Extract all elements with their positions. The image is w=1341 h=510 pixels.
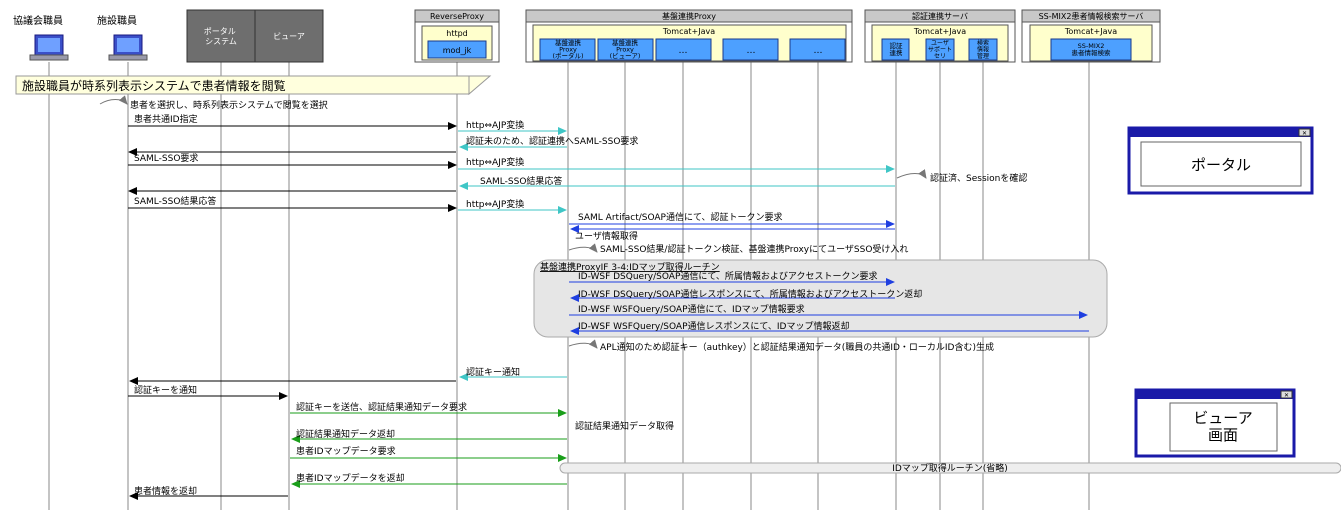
msg-19-label: 認証キー通知 — [466, 366, 520, 378]
actor-portal-label: ポータル システム — [204, 27, 239, 46]
monitor-icon — [29, 34, 69, 61]
msg-23-label: 認証結果通知データ返却 — [296, 428, 395, 440]
msg-04-label: 認証未のため、認証連携へSAML-SSO要求 — [466, 135, 638, 147]
msg-24-label: 患者IDマップデータ要求 — [296, 445, 396, 457]
component-user-support-label: ユーザサポートセリ — [928, 40, 952, 60]
actor-kyogikai-label: 協議会職員 — [13, 14, 63, 27]
subroutine-title: 基盤連携ProxyIF 3-4:IDマップ取得ルーチン — [540, 261, 720, 273]
component-ellipsis-3: … — [814, 46, 823, 56]
header-note-text: 施設職員が時系列表示システムで患者情報を閲覧 — [22, 78, 286, 93]
msg-12-label: ユーザ情報取得 — [575, 230, 638, 242]
component-kensaku-label: 検索情報管理 — [977, 39, 989, 60]
actor-viewer: ビューア — [254, 9, 324, 63]
component-httpd-label: httpd — [446, 29, 468, 38]
actor-shisetsu-label: 施設職員 — [97, 14, 137, 27]
msg-15-label: ID-WSF DSQuery/SOAP通信レスポンスにて、所属情報およびアクセス… — [578, 288, 922, 300]
actor-portal-system: ポータル システム — [186, 9, 257, 63]
msg-06-label: http⇔AJP変換 — [466, 156, 524, 168]
close-icon[interactable] — [1280, 390, 1293, 399]
msg-21-label: 認証キーを送信、認証結果通知データ要求 — [296, 401, 467, 413]
msg-10-label: http⇔AJP変換 — [466, 198, 524, 210]
msg-14-label: ID-WSF DSQuery/SOAP通信にて、所属情報およびアクセストークン要… — [578, 270, 877, 282]
close-glyph: ✕ — [1284, 392, 1289, 399]
header-note: 施設職員が時系列表示システムで患者情報を閲覧 — [15, 75, 492, 96]
group-reverse-proxy-title: ReverseProxy — [430, 12, 484, 21]
ssmix-tomcat-label: Tomcat+Java — [1064, 27, 1117, 36]
msg-17-label: ID-WSF WSFQuery/SOAP通信レスポンスにて、IDマップ情報返却 — [578, 320, 849, 332]
component-ellipsis-1: … — [679, 46, 688, 56]
ninsho-tomcat-label: Tomcat+Java — [913, 27, 966, 36]
component-ellipsis-2: … — [747, 46, 756, 56]
kiban-tomcat-label: Tomcat+Java — [662, 27, 715, 36]
msg-09-label: SAML-SSO結果応答 — [134, 195, 216, 207]
viewer-window: ✕ ビューア画面 — [1134, 388, 1296, 458]
close-glyph: ✕ — [1302, 130, 1307, 137]
msg-08-label: SAML-SSO結果応答 — [480, 175, 562, 187]
msg-18-label: APL通知のため認証キー（authkey）と認証結果通知データ(職員の共通ID・… — [600, 341, 994, 353]
monitor-icon — [108, 34, 148, 61]
msg-26-label: 患者情報を返却 — [134, 485, 197, 497]
msg-11-label: SAML Artifact/SOAP通信にて、認証トークン要求 — [578, 211, 783, 223]
actor-viewer-label: ビューア — [273, 32, 305, 41]
msg-20-label: 認証キーを通知 — [134, 384, 197, 396]
msg-22-label: 認証結果通知データ取得 — [575, 420, 674, 432]
close-icon[interactable] — [1298, 128, 1311, 137]
portal-window: ✕ ポータル — [1127, 126, 1314, 195]
msg-01-label: 患者を選択し、時系列表示システムで閲覧を選択 — [130, 99, 328, 111]
msg-01-arrow — [99, 95, 128, 105]
msg-13-label: SAML-SSO結果/認証トークン検証、基盤連携ProxyにてユーザSSO受け入… — [600, 243, 908, 255]
viewer-window-title: ビューア画面 — [1193, 409, 1252, 444]
group-reverse-proxy: ReverseProxy httpd mod_jk — [414, 9, 500, 63]
group-ninsho-title: 認証連携サーバ — [912, 11, 968, 21]
msg-05-label: SAML-SSO要求 — [134, 152, 198, 164]
actor-portal-line2: システム — [205, 37, 237, 46]
actor-portal-line1: ポータル — [204, 27, 236, 36]
group-ssmix-title: SS-MIX2患者情報検索サーバ — [1039, 11, 1144, 21]
messages: 患者を選択し、時系列表示システムで閲覧を選択 患者共通ID指定 http⇔AJP… — [99, 95, 1089, 500]
group-ninsho-server: 認証連携サーバ Tomcat+Java 認証連携 ユーザサポートセリ 検索情報管… — [864, 9, 1016, 63]
msg-16-label: ID-WSF WSFQuery/SOAP通信にて、IDマップ情報要求 — [578, 303, 805, 315]
omitted-routine-label: IDマップ取得ルーチン(省略) — [892, 462, 1008, 474]
component-mod-jk-label: mod_jk — [443, 46, 472, 55]
group-kiban-title: 基盤連携Proxy — [662, 11, 716, 21]
actor-shisetsu: 施設職員 — [97, 14, 148, 61]
msg-02-label: 患者共通ID指定 — [134, 113, 198, 125]
msg-03-label: http⇔AJP変換 — [466, 119, 524, 131]
portal-window-title: ポータル — [1191, 156, 1251, 174]
msg-13-arrow — [568, 243, 598, 253]
msg-25-label: 患者IDマップデータを返却 — [296, 472, 405, 484]
actor-kyogikai: 協議会職員 — [13, 14, 69, 61]
msg-07-label: 認証済、Sessionを確認 — [930, 172, 1027, 184]
msg-18-arrow — [568, 339, 598, 349]
component-ninsho-renkei-label: 認証連携 — [890, 41, 904, 57]
omitted-routine: IDマップ取得ルーチン(省略) — [559, 462, 1341, 474]
msg-07-arrow — [896, 169, 927, 179]
